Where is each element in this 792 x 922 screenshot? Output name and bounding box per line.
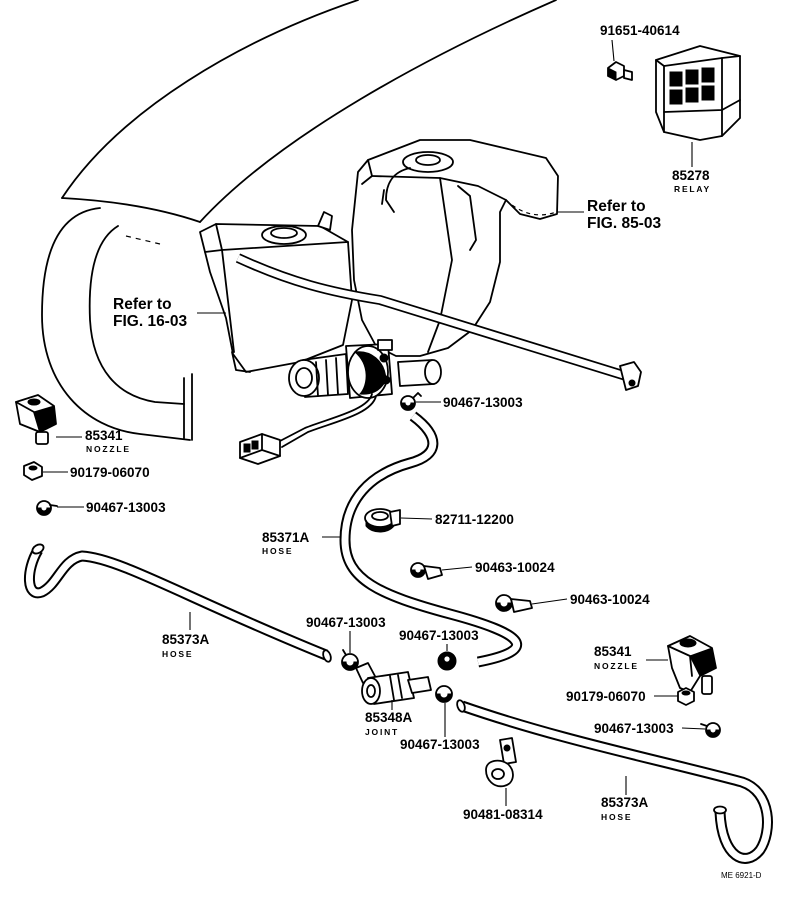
part-number-label: 90179-06070: [566, 689, 646, 704]
leader-line: [441, 566, 473, 571]
part-name-label: NOZZLE: [86, 444, 131, 454]
bracket-clip: [485, 737, 517, 788]
part-name-label: HOSE: [162, 649, 193, 659]
part-name-label: HOSE: [262, 546, 293, 556]
bumper-outline: [41, 0, 557, 441]
part-name-label: NOZZLE: [594, 661, 639, 671]
part-number-label: 91651-40614: [600, 23, 680, 38]
hose-clip-joint-left: [341, 649, 359, 671]
wire-clip-lower: [495, 594, 533, 613]
washer-tank-large: [351, 139, 559, 357]
washer-motor: [288, 339, 393, 399]
reference-label: FIG. 85-03: [587, 215, 661, 232]
leader-line: [681, 727, 706, 730]
relay: [655, 45, 741, 141]
part-number-label: 90467-13003: [399, 628, 479, 643]
part-number-label: 85371A: [262, 530, 310, 545]
wire-clip-upper: [410, 562, 443, 580]
hose-left: [23, 543, 332, 663]
nozzle-right: [667, 635, 717, 695]
bolt: [607, 61, 633, 81]
hose-clip-left: [36, 500, 58, 516]
part-number-label: 90467-13003: [400, 737, 480, 752]
part-name-label: RELAY: [674, 184, 711, 194]
part-number-label: 85278: [672, 168, 710, 183]
leader-line: [531, 598, 568, 605]
leader-line: [400, 517, 433, 520]
hose-right: [456, 699, 773, 864]
part-number-label: 85341: [85, 428, 123, 443]
nut-right: [677, 687, 695, 706]
hose-center: [339, 411, 522, 668]
part-number-label: 90463-10024: [570, 592, 650, 607]
leader-line: [611, 39, 615, 62]
part-number-label: 90481-08314: [463, 807, 543, 822]
part-number-label: 85373A: [162, 632, 210, 647]
part-number-label: 90467-13003: [86, 500, 166, 515]
reference-label: FIG. 16-03: [113, 313, 187, 330]
hose-clip-right: [700, 722, 721, 738]
drawing-code: ME 6921-D: [721, 871, 762, 880]
washer-rod: [235, 253, 642, 391]
nut-left: [23, 461, 43, 481]
hose-joint: [355, 662, 432, 705]
leader-lines: [43, 39, 706, 806]
motor-fitting: [397, 359, 442, 387]
part-number-label: 82711-12200: [435, 512, 514, 527]
nozzle-left: [15, 394, 57, 445]
hose-clip-top: [400, 392, 422, 411]
wire-connector: [239, 433, 281, 465]
part-number-label: 90467-13003: [443, 395, 523, 410]
part-number-label: 85373A: [601, 795, 649, 810]
part-number-label: 90467-13003: [594, 721, 674, 736]
reference-label: Refer to: [587, 198, 646, 215]
part-number-label: 90467-13003: [306, 615, 386, 630]
part-name-label: JOINT: [365, 727, 399, 737]
part-number-label: 90463-10024: [475, 560, 555, 575]
part-number-label: 90179-06070: [70, 465, 150, 480]
part-number-label: 85341: [594, 644, 632, 659]
hose-clip-joint-bottom: [435, 685, 453, 703]
hose-clamp: [364, 508, 401, 533]
reference-label: Refer to: [113, 296, 172, 313]
part-name-label: HOSE: [601, 812, 632, 822]
part-number-label: 85348A: [365, 710, 413, 725]
hose-clip-joint-top: [437, 651, 457, 671]
motor-wire: [279, 393, 377, 448]
